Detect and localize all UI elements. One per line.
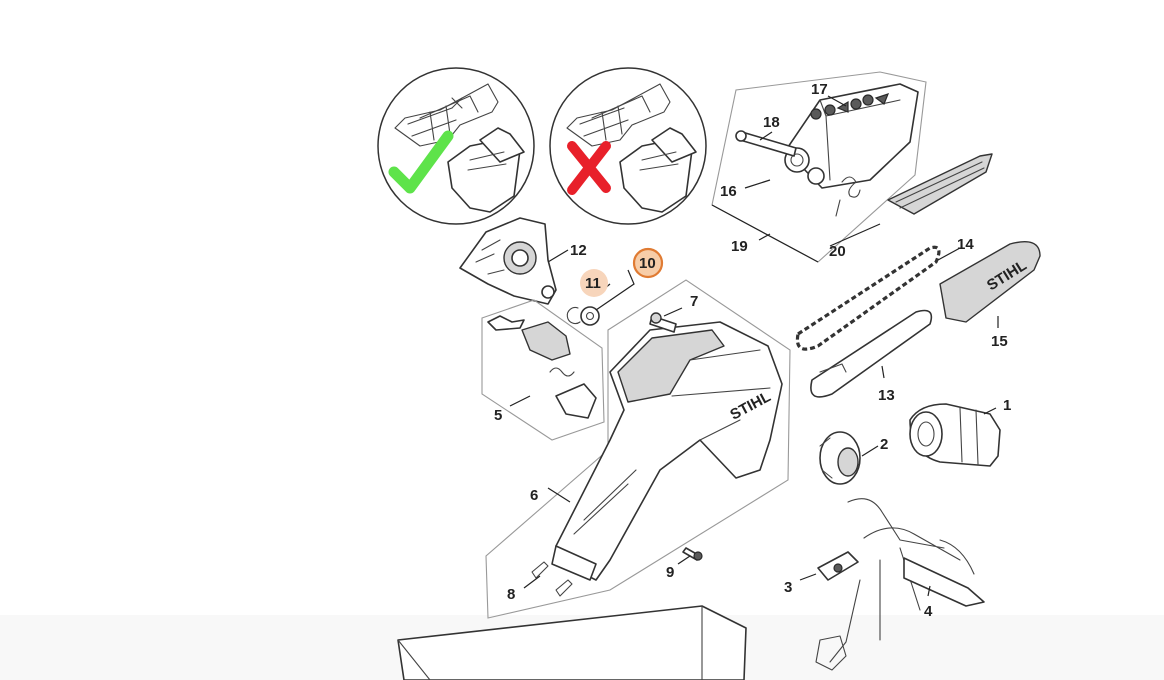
sprocket-cover bbox=[459, 217, 557, 305]
sprocket bbox=[819, 431, 861, 485]
washer-clip bbox=[566, 306, 600, 326]
part-label-11: 11 bbox=[585, 275, 601, 292]
part-label-2[interactable]: 2 bbox=[880, 436, 888, 453]
part-labels: 1 2 3 4 5 6 7 8 9 10 11 12 13 14 15 16 1… bbox=[494, 81, 1011, 620]
cross-icon bbox=[567, 141, 611, 195]
leader-lines bbox=[509, 95, 999, 597]
inset-incorrect-assembly bbox=[549, 67, 707, 225]
part-label-13[interactable]: 13 bbox=[878, 387, 895, 404]
check-icon bbox=[388, 130, 454, 194]
part-label-7[interactable]: 7 bbox=[690, 293, 698, 310]
part-badge-10[interactable]: 10 bbox=[632, 247, 664, 279]
inset-correct-assembly bbox=[377, 67, 535, 225]
part-label-20[interactable]: 20 bbox=[829, 243, 846, 260]
part-label-6[interactable]: 6 bbox=[530, 487, 538, 504]
battery-pack bbox=[397, 605, 747, 680]
part-label-12[interactable]: 12 bbox=[570, 242, 587, 259]
part-label-9[interactable]: 9 bbox=[666, 564, 674, 581]
part-label-3[interactable]: 3 bbox=[784, 579, 792, 596]
clips-part-8 bbox=[531, 561, 573, 597]
part-label-4[interactable]: 4 bbox=[924, 603, 933, 620]
screw-part-9 bbox=[682, 547, 703, 561]
motor-housing-group: STIHL bbox=[485, 279, 791, 619]
part-label-16[interactable]: 16 bbox=[720, 183, 737, 200]
part-label-17[interactable]: 17 bbox=[811, 81, 828, 98]
part-label-19[interactable]: 19 bbox=[731, 238, 748, 255]
bar-cover-group bbox=[711, 71, 927, 263]
part-label-15[interactable]: 15 bbox=[991, 333, 1008, 350]
part-label-1[interactable]: 1 bbox=[1003, 397, 1011, 414]
part-label-5[interactable]: 5 bbox=[494, 407, 502, 424]
part-label-14[interactable]: 14 bbox=[957, 236, 974, 253]
part-badge-11[interactable]: 11 bbox=[580, 269, 608, 297]
chain-guard-strip bbox=[887, 153, 993, 215]
guide-bar bbox=[810, 309, 933, 398]
warning-symbols-decal bbox=[810, 93, 890, 120]
pin-part-7 bbox=[649, 312, 677, 333]
part-label-18[interactable]: 18 bbox=[763, 114, 780, 131]
bar-scabbard: STIHL bbox=[939, 241, 1041, 323]
brake-parts-group bbox=[481, 299, 605, 441]
saw-chain bbox=[795, 245, 941, 351]
part-label-10: 10 bbox=[639, 255, 656, 272]
motor bbox=[909, 403, 1001, 467]
switch-and-wiring bbox=[815, 498, 985, 671]
part-label-8[interactable]: 8 bbox=[507, 586, 515, 603]
